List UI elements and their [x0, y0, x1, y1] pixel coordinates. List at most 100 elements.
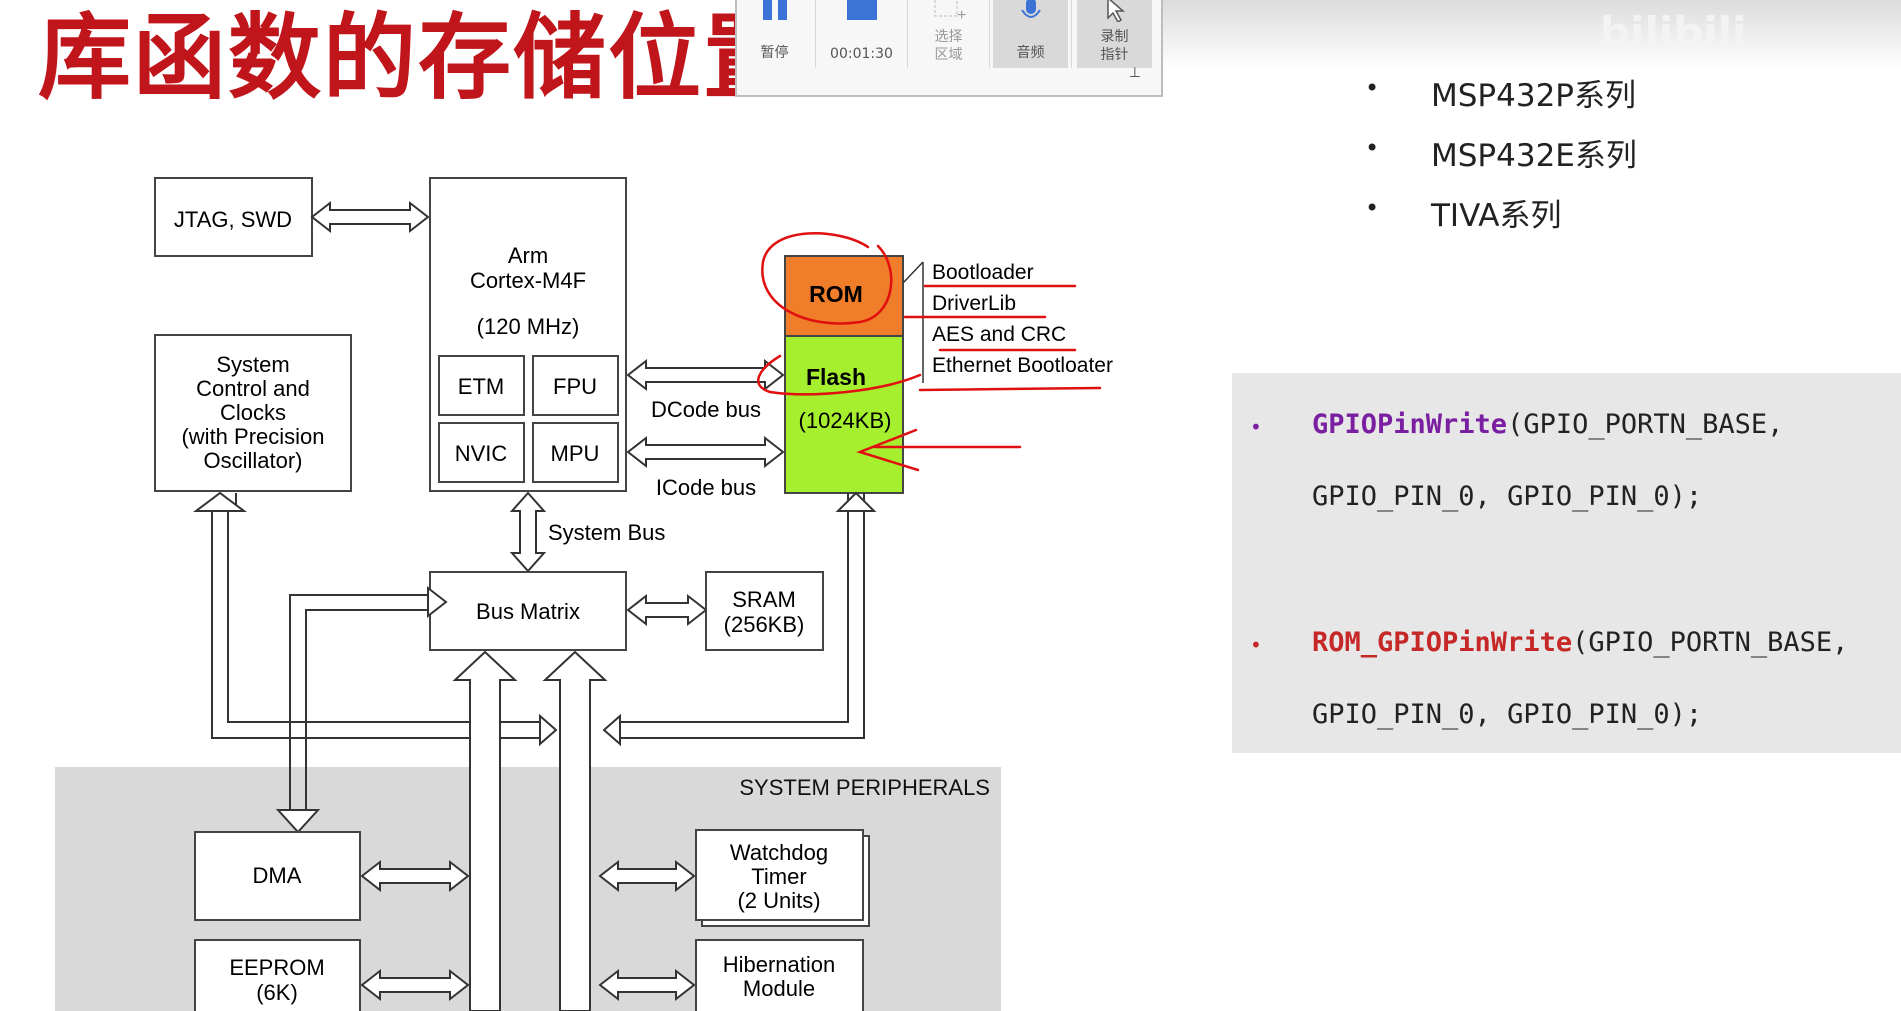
eeprom-bus-arrow: [360, 968, 470, 1002]
bullet-icon: •: [1365, 74, 1380, 102]
audio-label: 音频: [1016, 45, 1045, 61]
code-panel: • GPIOPinWrite(GPIO_PORTN_BASE, GPIO_PIN…: [1232, 373, 1901, 753]
list-item-label: TIVA系列: [1431, 198, 1562, 234]
record-pointer-label: 录制: [1100, 29, 1129, 45]
select-area-label: 选择: [934, 29, 963, 45]
toolbar-divider: [815, 0, 816, 68]
cpu-frequency: (120 MHz): [477, 314, 580, 339]
microphone-icon: [1016, 0, 1046, 28]
eeprom-label: EEPROM: [229, 955, 324, 980]
function-name: GPIOPinWrite: [1312, 409, 1508, 440]
rom-content-bootloader: Bootloader: [932, 261, 1034, 284]
select-area-icon: +: [929, 0, 969, 26]
flash-label: Flash: [806, 364, 866, 390]
hibernation-block: [695, 939, 864, 1011]
system-control-block: [154, 334, 352, 492]
watchdog-label: Timer: [751, 864, 806, 889]
red-annotations: [757, 232, 1102, 472]
sram-size: (256KB): [724, 612, 805, 637]
rom-content-aes-crc: AES and CRC: [932, 323, 1066, 346]
flash-circle-annotation: [757, 354, 922, 396]
sram-block: [705, 571, 824, 651]
system-control-label: Oscillator): [203, 448, 302, 473]
peripheral-bus-arrows: [452, 650, 608, 1011]
system-control-label: System: [216, 352, 289, 377]
watchdog-units: (2 Units): [737, 888, 820, 913]
bus-arrowheads: [193, 491, 877, 834]
dma-label: DMA: [253, 863, 302, 888]
rom-circle-annotation: [761, 232, 893, 325]
hibernation-label: Hibernation: [723, 952, 836, 977]
dma-block: [194, 831, 361, 921]
bullet-icon: •: [1250, 415, 1262, 439]
fpu-block: [532, 355, 619, 416]
code-args: (GPIO_PORTN_BASE,: [1507, 409, 1784, 440]
toolbar-divider: [907, 0, 908, 68]
watchdog-label: Watchdog: [730, 840, 828, 865]
icode-bus-arrow: [626, 435, 785, 469]
system-bus-label: System Bus: [548, 520, 665, 545]
audio-button[interactable]: 音频: [993, 0, 1068, 68]
etm-block: [438, 355, 525, 416]
nvic-label: NVIC: [455, 441, 508, 466]
pause-label: 暂停: [760, 45, 789, 61]
watchdog-block: [695, 829, 864, 921]
record-pointer-button[interactable]: 录制 指针: [1077, 0, 1152, 68]
cursor-icon: [1100, 0, 1130, 26]
fpu-label: FPU: [553, 374, 597, 399]
jtag-cpu-arrow: [310, 200, 430, 234]
block-diagram: SYSTEM PERIPHERALS JTAG, SWD Arm Cortex-…: [55, 177, 1113, 1011]
rom-content-driverlib: DriverLib: [932, 292, 1016, 315]
select-area-label: 区域: [934, 47, 963, 63]
list-item-label: MSP432P系列: [1431, 78, 1636, 114]
mpu-block: [532, 422, 619, 483]
bilibili-watermark: bilibili: [1600, 8, 1747, 57]
bus-matrix-block: [429, 571, 627, 651]
dma-bus-arrow: [360, 859, 470, 893]
code-line-2: GPIO_PIN_0, GPIO_PIN_0);: [1312, 481, 1703, 512]
bus-matrix-label: Bus Matrix: [476, 599, 580, 624]
hibernation-label: Module: [743, 976, 815, 1001]
stop-button[interactable]: 00:01:30: [819, 0, 904, 68]
system-peripherals-title: SYSTEM PERIPHERALS: [739, 775, 990, 800]
cpu-label: Cortex-M4F: [470, 268, 586, 293]
rom-label: ROM: [809, 281, 863, 307]
toolbar-divider: [989, 0, 990, 68]
code-line-3: ROM_GPIOPinWrite(GPIO_PORTN_BASE,: [1312, 627, 1848, 658]
rom-contents-bracket: [902, 261, 924, 383]
code-line-4: GPIO_PIN_0, GPIO_PIN_0);: [1312, 699, 1703, 730]
etm-label: ETM: [458, 374, 504, 399]
toolbar-divider: [1071, 0, 1072, 68]
dcode-bus-label: DCode bus: [651, 397, 761, 422]
function-name: ROM_GPIOPinWrite: [1312, 627, 1573, 658]
slide-title: 库函数的存储位置: [38, 3, 798, 112]
code-line-1: GPIOPinWrite(GPIO_PORTN_BASE,: [1312, 409, 1783, 440]
stop-icon: [845, 0, 879, 26]
rom-content-ethernet-bootloader: Ethernet Bootloater: [932, 354, 1113, 377]
bullet-icon: •: [1365, 194, 1380, 222]
system-control-label: (with Precision: [181, 424, 324, 449]
dcode-bus-arrow: [626, 358, 785, 392]
cpu-label: Arm: [508, 243, 548, 268]
eeprom-size: (6K): [256, 980, 298, 1005]
mpu-label: MPU: [551, 441, 600, 466]
flash-size: (1024KB): [799, 408, 892, 433]
record-pointer-label: 指针: [1100, 47, 1129, 63]
sram-label: SRAM: [732, 587, 796, 612]
recording-time: 00:01:30: [830, 46, 893, 62]
bullet-icon: •: [1365, 134, 1380, 162]
eeprom-block: [194, 939, 361, 1011]
pin-icon[interactable]: ⊥: [1128, 65, 1141, 81]
icode-bus-label: ICode bus: [656, 475, 756, 500]
watchdog-bus-arrow: [598, 859, 696, 893]
list-item-label: MSP432E系列: [1431, 138, 1637, 174]
pause-icon: [758, 0, 792, 26]
hibernation-bus-arrow: [598, 968, 696, 1002]
flash-arrow-head: [856, 428, 920, 472]
nvic-block: [438, 422, 525, 483]
code-args: (GPIO_PORTN_BASE,: [1572, 627, 1849, 658]
bus-matrix-sram-arrow: [626, 593, 708, 627]
top-gradient: [1150, 0, 1901, 70]
select-area-button[interactable]: + 选择 区域: [911, 0, 986, 68]
pause-button[interactable]: 暂停: [737, 0, 812, 68]
